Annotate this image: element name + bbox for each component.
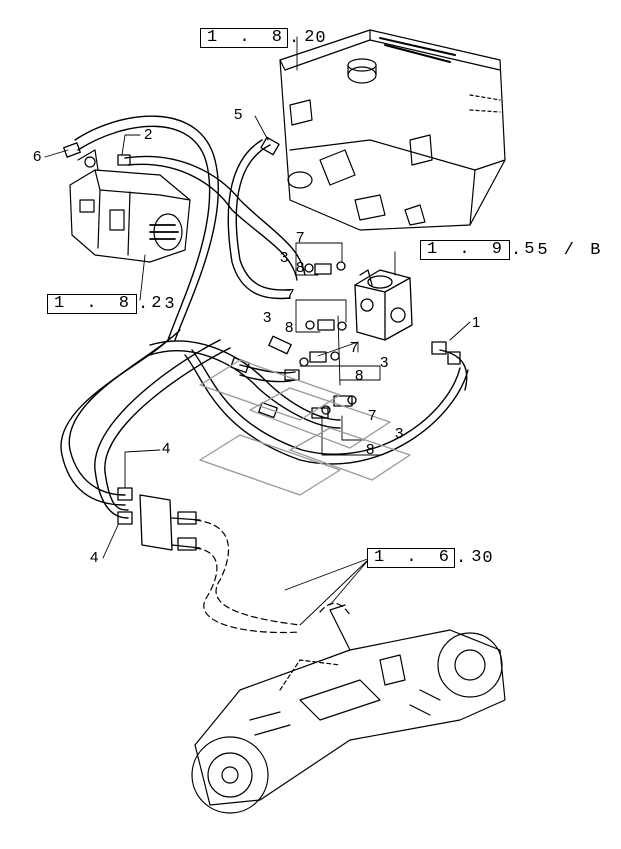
callout-2: 2 bbox=[144, 126, 153, 143]
dashed-lines bbox=[194, 519, 351, 634]
callout-8: 8 bbox=[355, 367, 364, 384]
callout-3: 3 bbox=[280, 249, 289, 266]
hoses bbox=[60, 115, 469, 519]
callout-8: 8 bbox=[296, 259, 305, 276]
reference-suffix: . 0 bbox=[289, 29, 329, 48]
callout-8: 8 bbox=[366, 441, 375, 458]
steering-valve bbox=[354, 269, 413, 341]
hydraulic-tank bbox=[279, 29, 506, 231]
reference-suffix: . 0 bbox=[456, 549, 496, 568]
callout-5: 5 bbox=[234, 106, 243, 123]
callout-4: 4 bbox=[162, 440, 171, 457]
reference-box[interactable]: 1 . 6 3 bbox=[367, 548, 481, 568]
reference-suffix: . 3 bbox=[138, 295, 178, 314]
hydraulic-pump bbox=[69, 149, 191, 263]
leader-lines bbox=[44, 36, 471, 626]
reference-box[interactable]: 1 . 8 2 bbox=[47, 294, 161, 314]
callout-3: 3 bbox=[395, 425, 404, 442]
callout-3: 3 bbox=[263, 309, 272, 326]
callout-3: 3 bbox=[380, 354, 389, 371]
watermark-logo bbox=[199, 359, 411, 496]
front-axle bbox=[191, 604, 506, 814]
callout-1: 1 bbox=[472, 314, 481, 331]
callout-8: 8 bbox=[285, 319, 294, 336]
reference-box[interactable]: 1 . 9 5 bbox=[420, 240, 534, 260]
fittings bbox=[63, 136, 461, 551]
reference-box[interactable]: 1 . 8 2 bbox=[200, 28, 314, 48]
callout-7: 7 bbox=[296, 229, 305, 246]
callout-7: 7 bbox=[286, 286, 295, 303]
callout-4: 4 bbox=[90, 549, 99, 566]
callout-7: 7 bbox=[350, 339, 359, 356]
callout-6: 6 bbox=[33, 148, 42, 165]
reference-suffix: . 5 / B bbox=[511, 241, 604, 260]
callout-7: 7 bbox=[368, 407, 377, 424]
